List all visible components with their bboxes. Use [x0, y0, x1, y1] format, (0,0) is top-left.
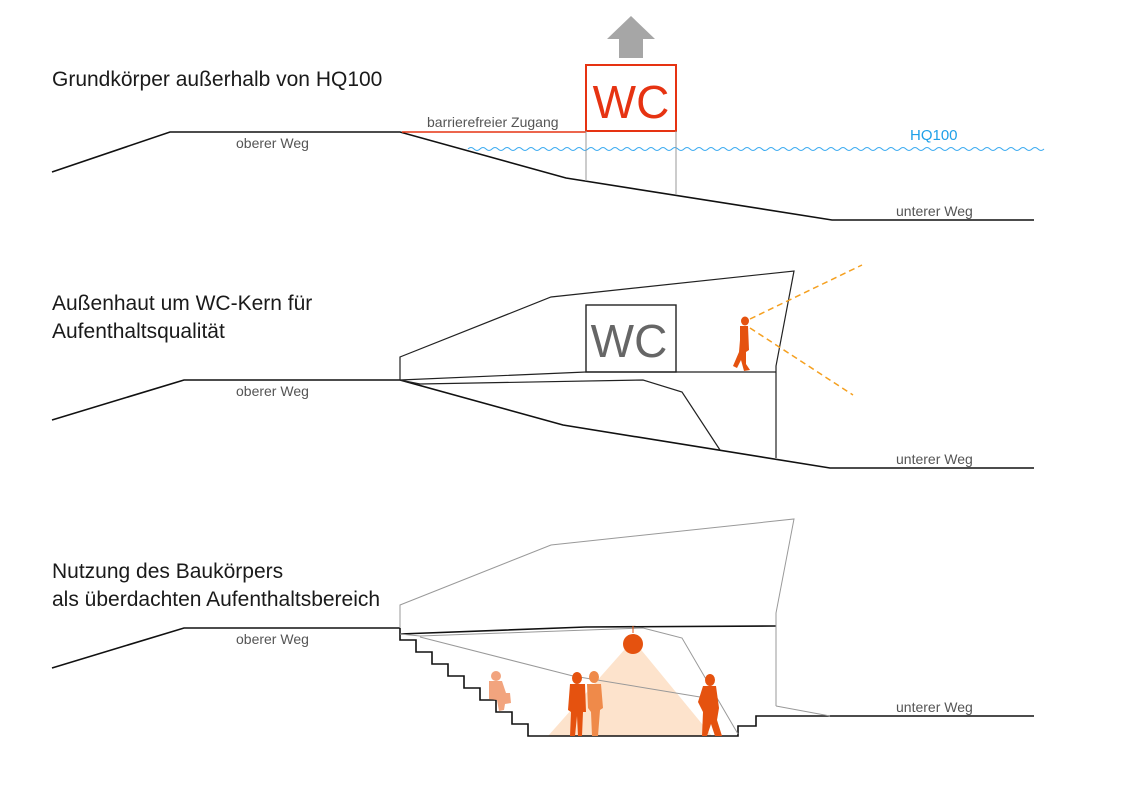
person-standing-icon	[587, 671, 603, 736]
floor-slab	[399, 371, 776, 381]
light-cone	[548, 640, 712, 736]
section-1: Grundkörper außerhalb von HQ100 WC obere…	[51, 16, 1045, 221]
section-1-title: Grundkörper außerhalb von HQ100	[52, 68, 382, 91]
section-3-title-line-1: Nutzung des Baukörpers	[52, 560, 283, 583]
section-3-title-line-2: als überdachten Aufenthaltsbereich	[52, 588, 380, 611]
wc-box-red	[585, 64, 677, 132]
outer-shell	[399, 270, 795, 458]
access-label: barrierefreier Zugang	[427, 114, 559, 130]
sightline-upper	[749, 264, 863, 320]
person-standing-icon	[698, 674, 722, 736]
terrain-profile	[51, 131, 1034, 221]
lower-path-label: unterer Weg	[896, 451, 973, 467]
section-2-title-line-1: Außenhaut um WC-Kern für	[52, 292, 312, 315]
person-sitting-icon	[489, 671, 511, 711]
upper-path-label: oberer Weg	[236, 631, 309, 647]
wc-label-grey: WC	[591, 315, 668, 367]
shell-edge	[775, 705, 831, 717]
terrain-profile	[51, 379, 1034, 469]
inner-shell	[399, 627, 739, 735]
outer-shell	[399, 518, 795, 706]
wc-label-red: WC	[593, 76, 670, 128]
section-2: Außenhaut um WC-Kern für Aufenthaltsqual…	[51, 264, 1034, 469]
inner-shell-lower	[399, 379, 721, 451]
person-walking-icon	[733, 316, 750, 371]
upper-terrain	[51, 627, 400, 669]
seating-steps	[399, 628, 1034, 737]
upper-path-label: oberer Weg	[236, 383, 309, 399]
up-arrow-icon	[607, 16, 655, 58]
person-standing-icon	[568, 672, 586, 736]
upper-path-label: oberer Weg	[236, 135, 309, 151]
hq100-flood-line	[467, 147, 1045, 151]
lower-path-label: unterer Weg	[896, 699, 973, 715]
lamp-icon	[623, 634, 643, 654]
section-2-title-line-2: Aufenthaltsqualität	[52, 320, 225, 343]
roof-slab	[399, 625, 777, 635]
hq100-label: HQ100	[910, 127, 958, 144]
section-3: Nutzung des Baukörpers als überdachten A…	[51, 518, 1034, 737]
sightline-lower	[749, 327, 854, 396]
wc-core-box	[585, 304, 677, 373]
lower-path-label: unterer Weg	[896, 203, 973, 219]
